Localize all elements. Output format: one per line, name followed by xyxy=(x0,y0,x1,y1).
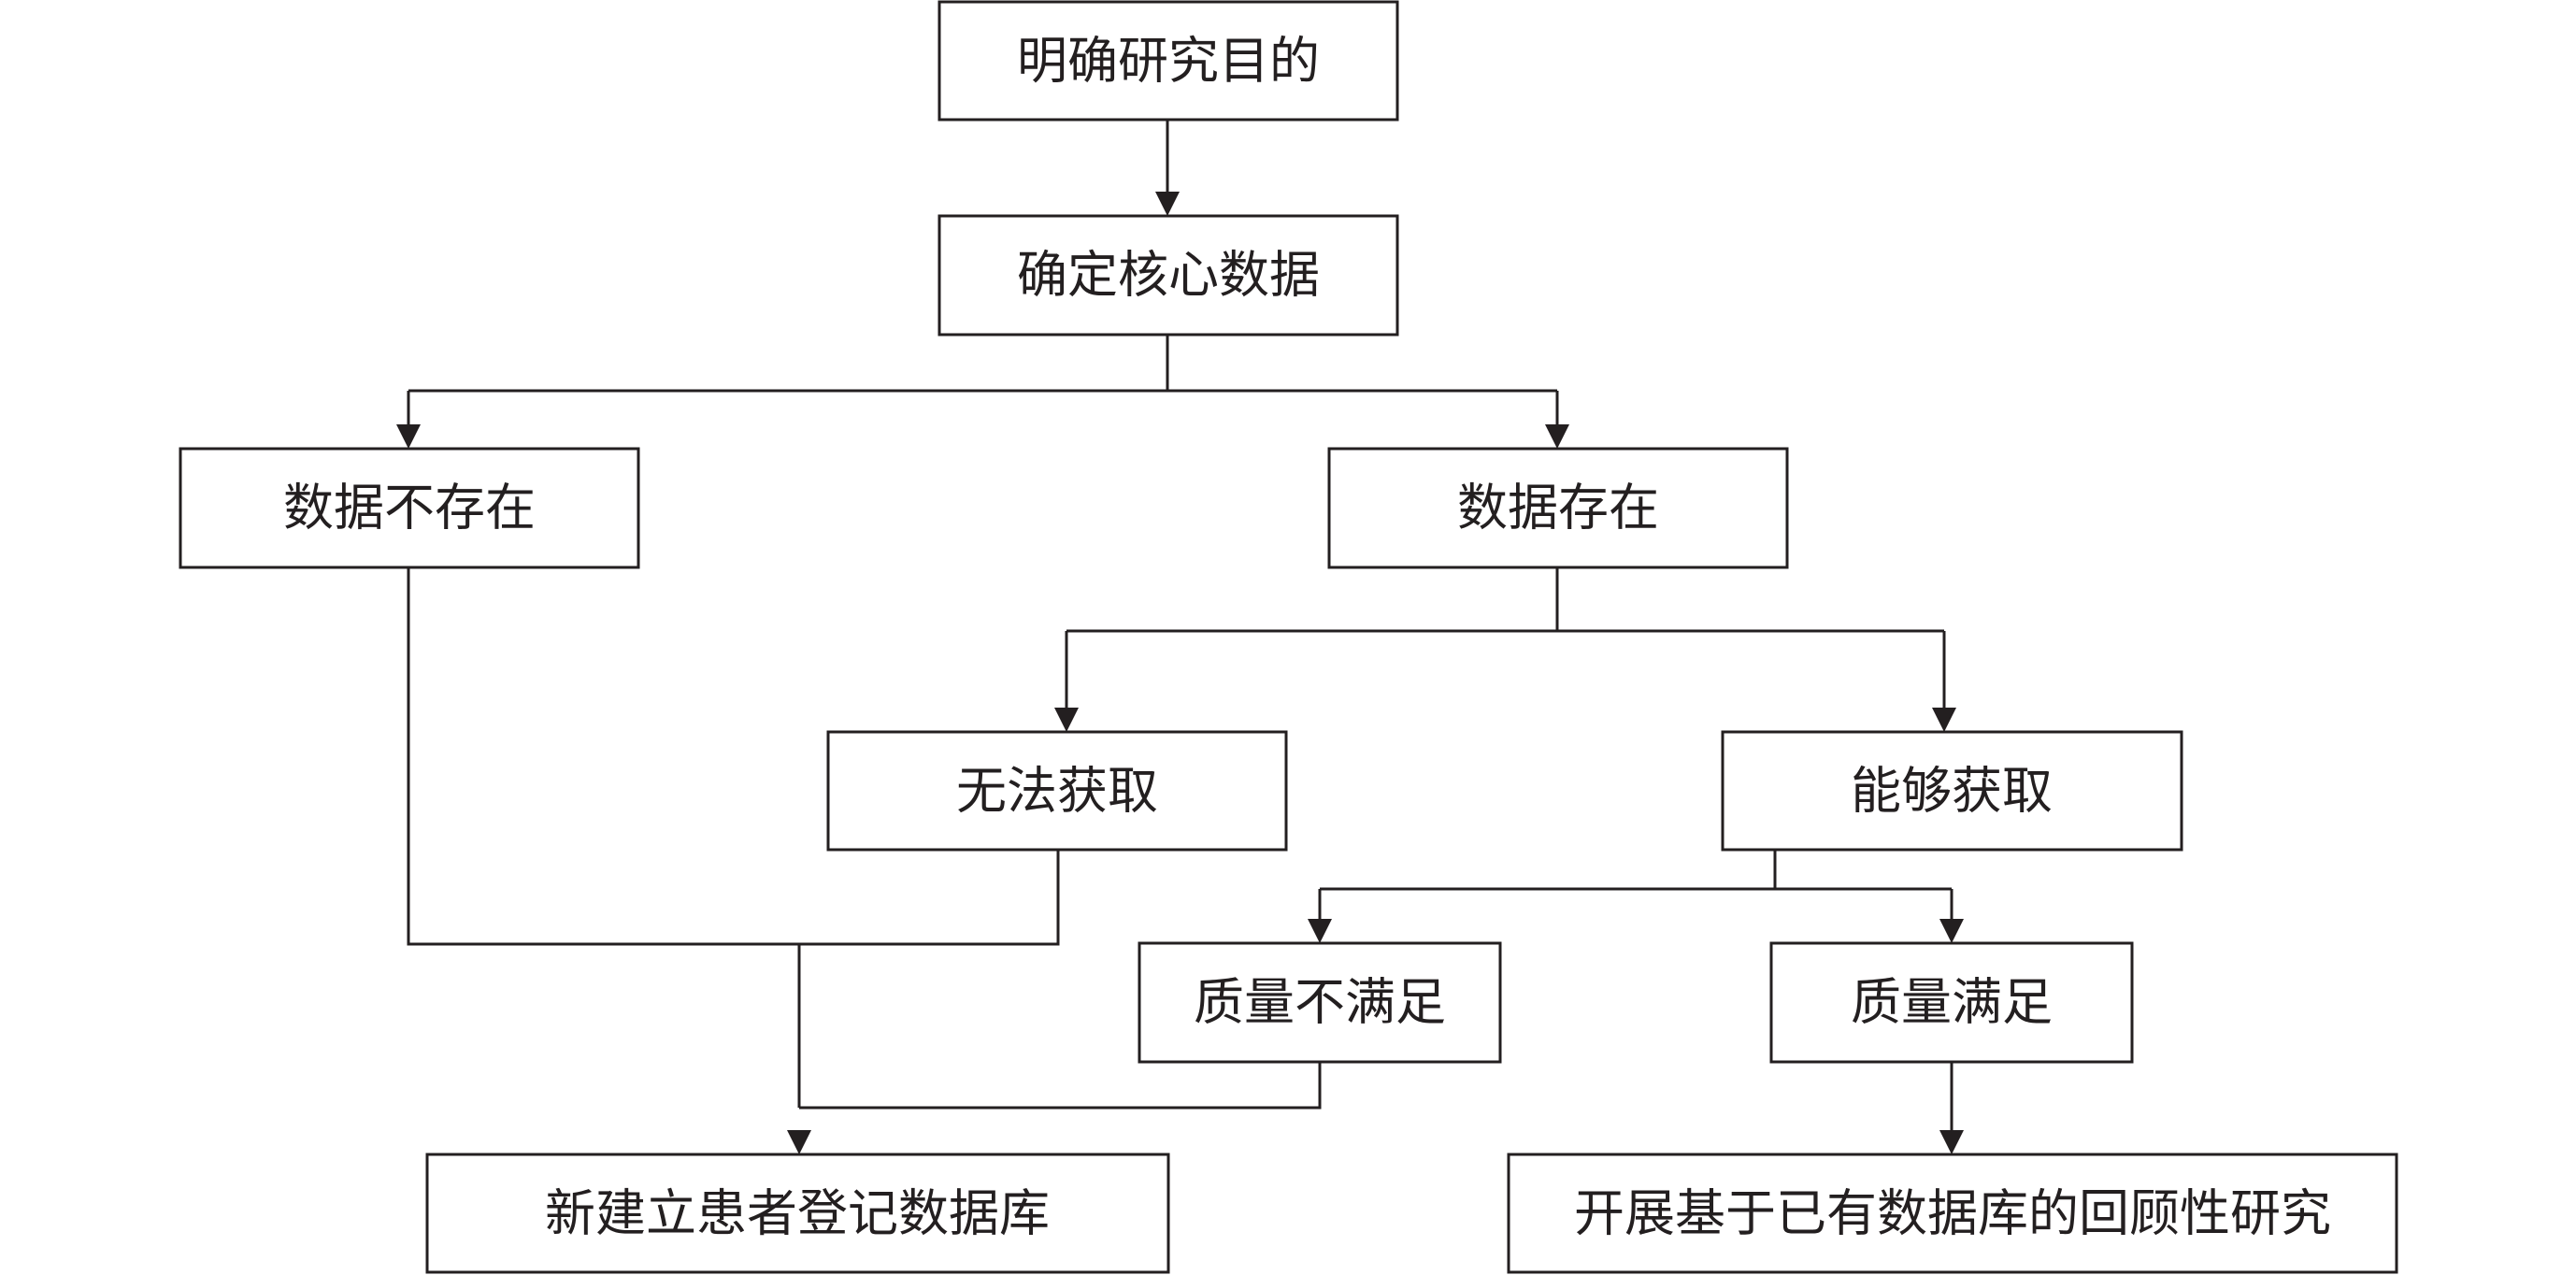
node-label: 确定核心数据 xyxy=(1017,246,1320,305)
node-label: 开展基于已有数据库的回顾性研究 xyxy=(1574,1184,2331,1243)
edge-exist-split xyxy=(1065,567,1946,709)
arrowhead-exist xyxy=(1545,424,1569,449)
node-data-exist: 数据存在 xyxy=(1327,447,1789,569)
edge-obtain-split xyxy=(1318,850,1953,920)
node-retrospective-study: 开展基于已有数据库的回顾性研究 xyxy=(1507,1153,2398,1274)
node-label: 新建立患者登记数据库 xyxy=(545,1184,1050,1243)
node-data-not-exist: 数据不存在 xyxy=(179,447,640,569)
edge-to-new-registry xyxy=(407,567,1322,1110)
connectors xyxy=(396,120,1964,1154)
node-define-core-data: 确定核心数据 xyxy=(937,214,1399,337)
arrowhead-not-exist xyxy=(396,424,421,449)
arrowhead-quality-sufficient xyxy=(1939,919,1964,943)
node-new-registry: 新建立患者登记数据库 xyxy=(425,1153,1170,1274)
node-can-obtain: 能够获取 xyxy=(1721,730,2183,852)
arrowhead-retrospective xyxy=(1939,1130,1964,1154)
node-label: 数据存在 xyxy=(1457,479,1659,537)
node-label: 无法获取 xyxy=(956,762,1158,821)
node-label: 能够获取 xyxy=(1851,762,2053,821)
arrowhead-core xyxy=(1155,192,1180,216)
node-label: 数据不存在 xyxy=(283,479,536,537)
node-label: 质量不满足 xyxy=(1194,973,1446,1032)
node-label: 明确研究目的 xyxy=(1017,32,1320,91)
node-label: 质量满足 xyxy=(1851,973,2053,1032)
arrowhead-cannot-obtain xyxy=(1054,708,1079,732)
node-quality-insufficient: 质量不满足 xyxy=(1138,941,1502,1064)
arrowhead-quality-insufficient xyxy=(1308,919,1332,943)
node-cannot-obtain: 无法获取 xyxy=(826,730,1288,852)
edge-core-split xyxy=(407,335,1559,425)
node-quality-sufficient: 质量满足 xyxy=(1769,941,2134,1064)
arrowhead-new-registry xyxy=(787,1130,811,1154)
arrowhead-can-obtain xyxy=(1932,708,1956,732)
node-clarify-purpose: 明确研究目的 xyxy=(937,0,1399,122)
